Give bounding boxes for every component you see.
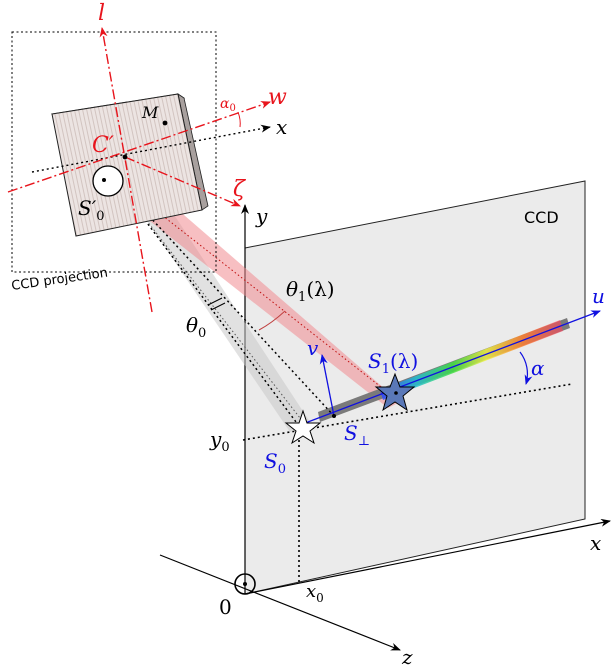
z-axis: [159, 554, 401, 651]
s1-dot: [394, 391, 398, 395]
label-theta1: θ1(λ): [286, 277, 335, 305]
zeta-axis: [124, 156, 241, 207]
aperture-circle: [92, 165, 124, 197]
gray-beam: [118, 178, 312, 432]
label-v: v: [307, 336, 319, 360]
u-axis: [299, 310, 601, 426]
label-origin: 0: [219, 595, 232, 619]
origin-dot: [243, 582, 247, 586]
w-axis: [7, 101, 271, 193]
s0-prime-dot: [102, 178, 106, 182]
ray-0-c: [111, 175, 301, 419]
label-y-axis: y: [255, 204, 268, 228]
s0-star: [284, 409, 322, 445]
label-l: l: [98, 1, 105, 26]
origin-marker: [234, 573, 256, 595]
label-m: M: [141, 103, 159, 122]
x-axis: [244, 518, 611, 595]
c-prime-dot: [122, 154, 128, 160]
label-x-axis: x: [590, 531, 601, 555]
label-projection-x: x: [276, 115, 287, 139]
red-beam: [104, 170, 400, 408]
label-s1: S1(λ): [368, 349, 418, 377]
label-u: u: [592, 284, 605, 308]
label-alpha: α: [531, 356, 545, 380]
theta0-mark-b: [210, 302, 226, 311]
label-s-perp: S⊥: [344, 421, 370, 449]
theta0-mark-a: [207, 297, 223, 306]
alpha0-arc: [237, 111, 241, 128]
label-x0: x0: [306, 581, 324, 605]
m-dot: [162, 120, 168, 126]
s-perp-dot: [332, 414, 336, 418]
label-s0: S0: [264, 449, 286, 477]
theta1-arc: [258, 310, 286, 331]
label-zeta: ζ: [233, 177, 247, 202]
label-ccd: CCD: [524, 208, 559, 227]
sensor-plate: [51, 93, 203, 237]
label-w: w: [268, 85, 287, 110]
alpha-arc: [519, 351, 533, 385]
label-c-prime: C′: [92, 133, 114, 158]
l-axis: [99, 27, 153, 313]
projection-x-axis: [31, 124, 271, 173]
label-y0: y0: [209, 427, 230, 455]
ccd-projection-frame: [11, 31, 217, 273]
label-ccd-projection: CCD projection: [10, 266, 108, 294]
label-alpha0: α0: [220, 96, 236, 114]
label-s0-prime: S′0: [78, 196, 105, 224]
label-z-axis: z: [401, 645, 413, 669]
label-theta0: θ0: [186, 313, 206, 341]
v-axis: [319, 354, 335, 417]
